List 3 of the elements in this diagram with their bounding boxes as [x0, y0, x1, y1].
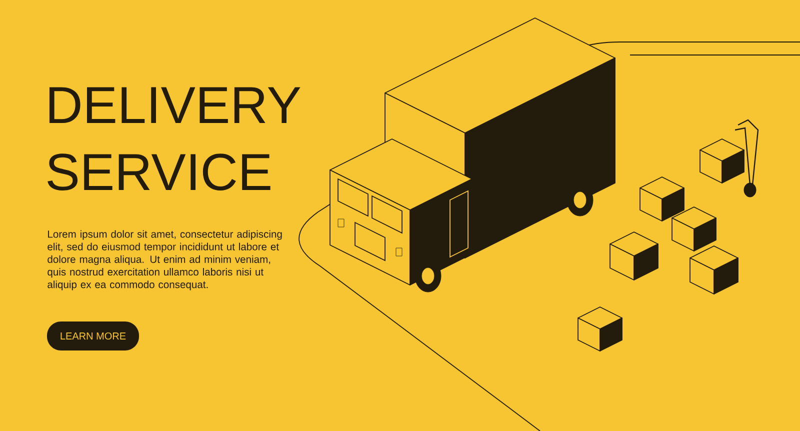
title: DELIVERY SERVICE	[48, 87, 300, 190]
button: LEARN MORE	[47, 322, 139, 350]
paragraph: Lorem ipsum dolor sit amet, consectetur adipiscing elit, sed do eiusmod tempor incididunt ut labore et dolore magna aliqua. Ut enim ad minim veniam, quis nostrud exercitation ullamco laboris nisi ut aliquip ex ea commodo consequat.	[48, 230, 282, 290]
